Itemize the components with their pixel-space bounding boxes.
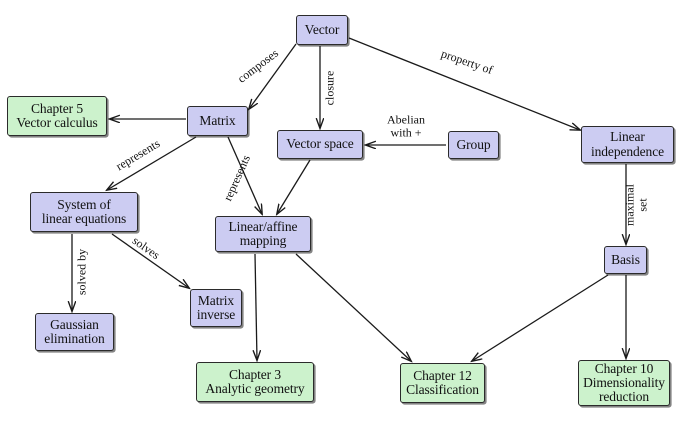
edge-label-matrix-linmap: represents xyxy=(220,152,254,203)
node-chapter5[interactable]: Chapter 5 Vector calculus xyxy=(7,96,107,136)
node-chapter12[interactable]: Chapter 12 Classification xyxy=(400,363,485,403)
node-label: Chapter 3 Analytic geometry xyxy=(205,366,305,396)
edge-basis-chapter12 xyxy=(472,274,609,361)
node-basis[interactable]: Basis xyxy=(604,246,647,274)
node-label: Chapter 12 Classification xyxy=(406,367,479,397)
node-label: Gaussian elimination xyxy=(44,316,105,346)
node-label: Chapter 10 Dimensionality reduction xyxy=(583,360,665,405)
node-group[interactable]: Group xyxy=(448,131,499,159)
edge-vectorspace-linmap xyxy=(277,159,311,214)
edge-linmap-chapter12 xyxy=(295,253,411,361)
node-label: Matrix inverse xyxy=(196,292,236,322)
node-syslineq[interactable]: System of linear equations xyxy=(30,192,138,232)
node-label: Linear independence xyxy=(590,129,664,159)
edge-linmap-chapter3 xyxy=(255,253,257,360)
edge-label-group-vectorspace: Abelian with + xyxy=(387,112,425,139)
edge-label-matrix-syslineq: represents xyxy=(113,136,163,174)
node-vectorspace[interactable]: Vector space xyxy=(277,130,363,159)
edge-label-vector-linearindep: property of xyxy=(439,46,495,78)
node-chapter10[interactable]: Chapter 10 Dimensionality reduction xyxy=(578,360,670,406)
edge-label-vector-vectorspace: closure xyxy=(322,70,337,106)
edge-vector-linearindep xyxy=(348,37,580,130)
node-linmap[interactable]: Linear/affine mapping xyxy=(215,216,311,252)
node-vector[interactable]: Vector xyxy=(296,15,348,45)
node-label: Vector xyxy=(304,21,340,37)
node-gauss[interactable]: Gaussian elimination xyxy=(35,313,114,351)
edge-label-syslineq-matinv: solves xyxy=(129,233,163,263)
node-label: Vector space xyxy=(286,136,354,152)
node-matinv[interactable]: Matrix inverse xyxy=(190,289,242,327)
node-label: Basis xyxy=(611,251,640,267)
node-chapter3[interactable]: Chapter 3 Analytic geometry xyxy=(196,362,314,402)
node-matrix[interactable]: Matrix xyxy=(187,106,248,136)
node-label: Chapter 5 Vector calculus xyxy=(16,100,98,130)
node-label: System of linear equations xyxy=(41,196,127,226)
node-label: Group xyxy=(456,136,491,152)
node-linearindep[interactable]: Linear independence xyxy=(581,126,674,163)
edge-label-linearindep-basis: maximal set xyxy=(622,184,649,226)
node-label: Linear/affine mapping xyxy=(228,218,298,248)
edge-label-syslineq-gauss: solved by xyxy=(74,248,89,296)
edge-label-vector-matrix: composes xyxy=(234,45,281,86)
node-label: Matrix xyxy=(199,112,236,128)
